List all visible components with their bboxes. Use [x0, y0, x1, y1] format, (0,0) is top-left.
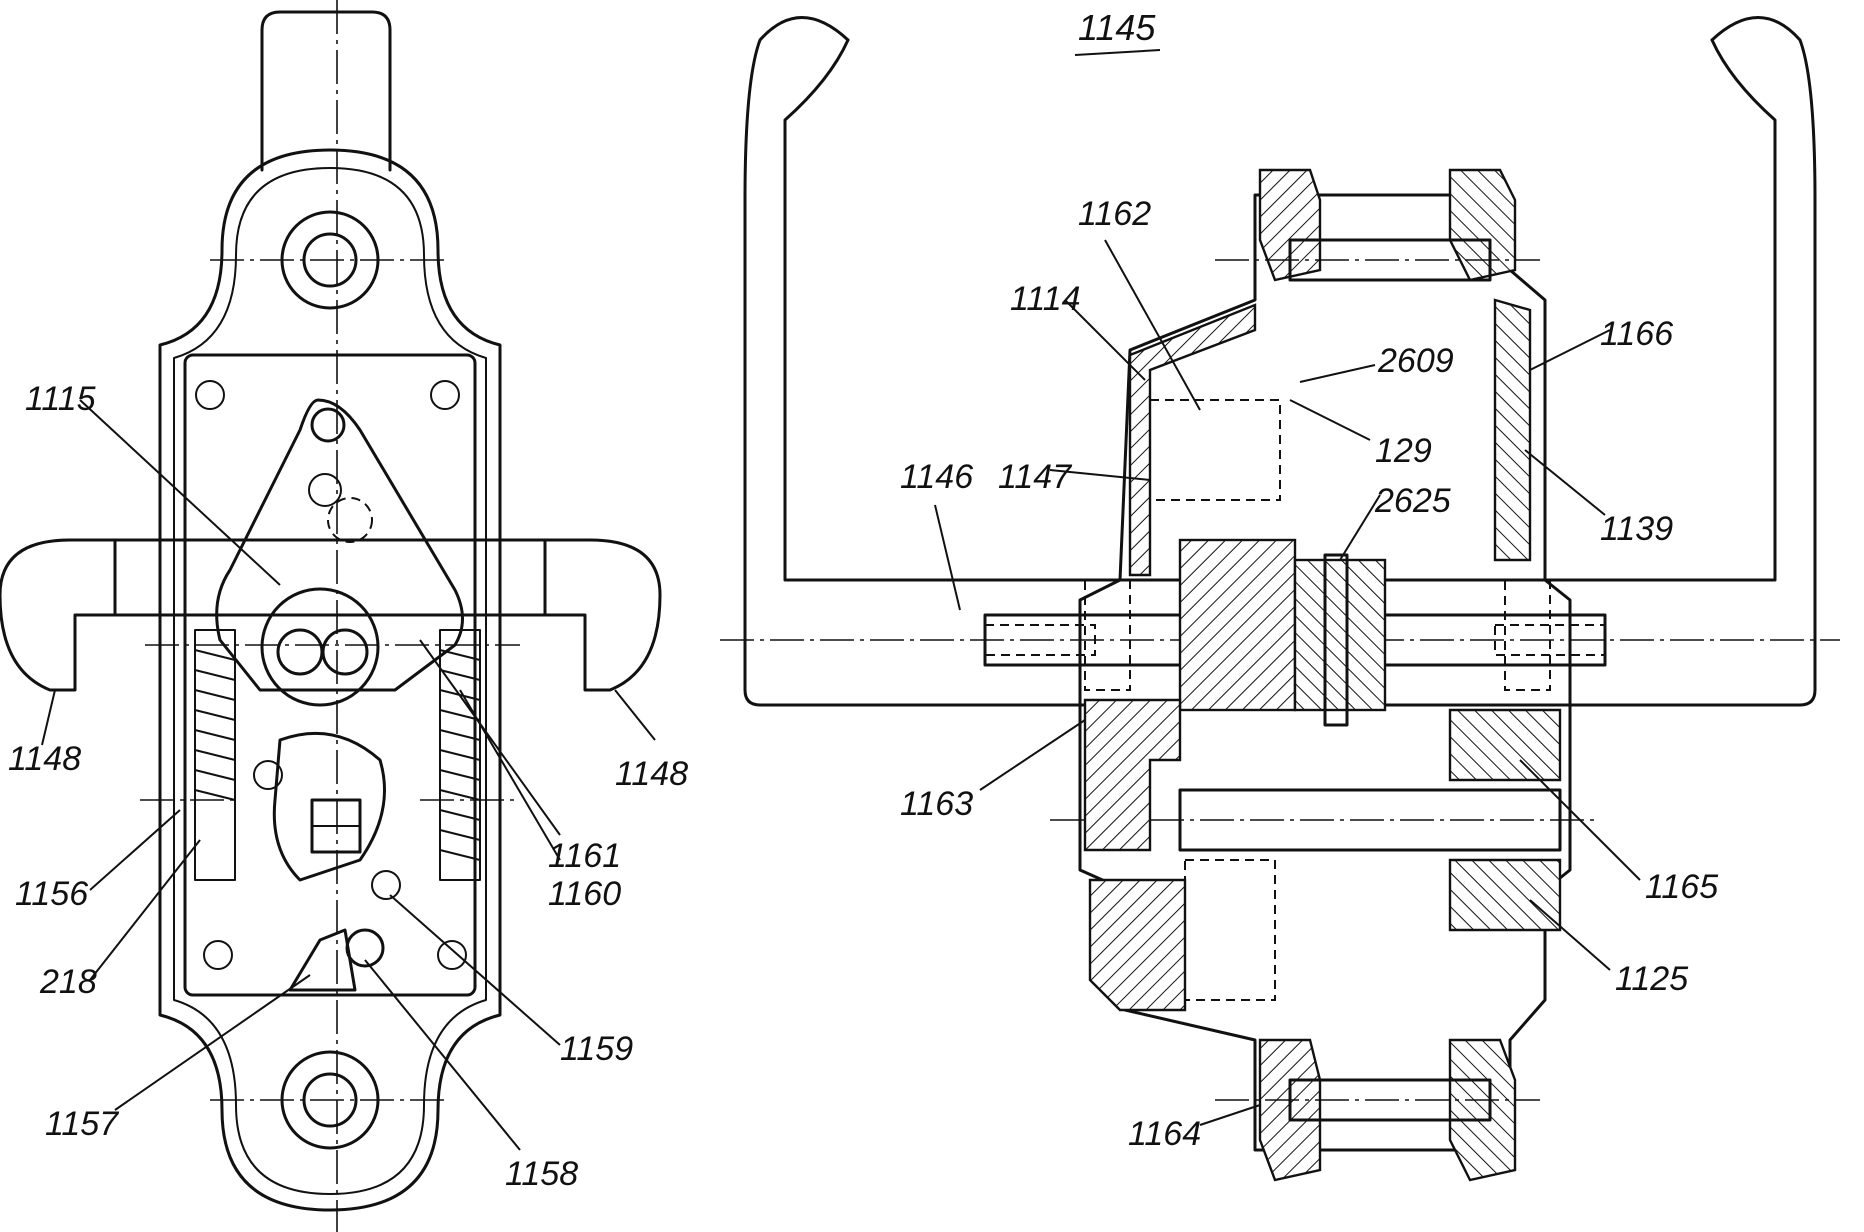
label-1166: 1166: [1600, 315, 1673, 353]
lock-body-inner-outline: [173, 167, 487, 1195]
label-1161: 1161: [548, 837, 621, 875]
leader-1159: [389, 894, 561, 1046]
leader-lines: [41, 49, 1641, 1151]
label-1139: 1139: [1600, 510, 1673, 548]
leader-1114: [1064, 299, 1146, 381]
leader-1163: [979, 719, 1086, 791]
label-1163: 1163: [900, 785, 973, 823]
leader-1160: [459, 689, 561, 861]
spring-left: [194, 629, 236, 881]
label-1148-right: 1148: [615, 755, 688, 793]
central-gear-block-right: [1293, 558, 1387, 712]
leader-1146: [934, 504, 961, 611]
label-1158: 1158: [505, 1155, 578, 1193]
cam-pivot-second: [308, 473, 342, 507]
front-view: [0, 0, 662, 1232]
label-129: 129: [1375, 432, 1432, 470]
housing-left-wall: [1128, 303, 1257, 577]
leader-1115: [79, 399, 281, 586]
leader-2609: [1299, 364, 1376, 383]
right-wall-1166: [1493, 298, 1532, 562]
handle-1148: [0, 538, 662, 692]
label-1156: 1156: [15, 875, 88, 913]
top-flange-left: [1258, 168, 1322, 282]
leader-2625: [1339, 494, 1381, 561]
lower-gear-1163: [1088, 878, 1187, 1012]
label-1147: 1147: [998, 458, 1072, 496]
cam-1115: [215, 398, 464, 692]
label-1159: 1159: [560, 1030, 633, 1068]
label-1148-left: 1148: [8, 740, 81, 778]
leader-1166: [1529, 329, 1611, 371]
pin-2625: [1323, 553, 1349, 727]
leader-1162: [1104, 239, 1201, 411]
lower-block-1125: [1448, 858, 1562, 932]
leader-218: [89, 839, 201, 981]
leader-1147: [1049, 469, 1151, 481]
leader-1139: [1524, 449, 1606, 516]
label-1160: 1160: [548, 875, 621, 913]
leader-1164: [1199, 1104, 1261, 1126]
leader-1158: [364, 959, 521, 1151]
latch-body: [272, 731, 386, 882]
label-2625: 2625: [1374, 482, 1451, 520]
label-1164: 1164: [1128, 1115, 1201, 1153]
pin-upper-left: [253, 760, 283, 790]
leader-1157: [114, 974, 311, 1111]
top-flange-right: [1448, 168, 1517, 282]
leader-1165: [1519, 759, 1641, 881]
hub-bore-left: [276, 628, 324, 676]
shaft-end-left: [984, 624, 1096, 656]
label-1162: 1162: [1078, 195, 1151, 233]
label-1115: 1115: [25, 380, 96, 418]
cam-pivot-top: [310, 407, 346, 443]
leader-1148-left: [41, 689, 56, 746]
label-1114: 1114: [1010, 280, 1081, 318]
label-1165: 1165: [1645, 868, 1718, 906]
leader-1156: [89, 809, 181, 891]
title-underline: [1074, 49, 1161, 56]
upper-dashed-gear: [1149, 399, 1281, 501]
figure-title: 1145: [1078, 7, 1156, 48]
corner-hole-bl: [203, 940, 233, 970]
inner-plate: [183, 353, 477, 997]
section-view: [720, 16, 1840, 1182]
lock-body-outline: [158, 148, 502, 1212]
lever-1157: [288, 928, 357, 992]
label-2609: 2609: [1377, 342, 1454, 380]
label-218: 218: [39, 963, 97, 1001]
central-hub: [260, 587, 380, 707]
leader-129: [1289, 399, 1371, 441]
leader-1148-right: [614, 689, 656, 741]
lower-block-left: [1083, 698, 1182, 852]
pin-1159: [371, 870, 401, 900]
upper-rod: [260, 10, 392, 172]
dashed-circle-upper: [327, 497, 373, 543]
left-boss: [1084, 579, 1131, 691]
bottom-flange-right: [1448, 1038, 1517, 1182]
label-1157: 1157: [45, 1105, 119, 1143]
corner-hole-br: [437, 940, 467, 970]
lower-block-right-1165: [1448, 708, 1562, 782]
label-1146: 1146: [900, 458, 973, 496]
corner-hole-tr: [430, 380, 460, 410]
label-1125: 1125: [1615, 960, 1688, 998]
labels: 1145 1115 1148 1148 1161 1160 1156 218 1…: [8, 7, 1718, 1193]
corner-hole-tl: [195, 380, 225, 410]
right-boss: [1504, 579, 1551, 691]
central-gear-block: [1178, 538, 1297, 712]
leader-1161: [419, 639, 561, 836]
leader-1125: [1529, 899, 1611, 971]
lower-dashed-gear: [1184, 859, 1276, 1001]
hub-bore-right: [321, 628, 369, 676]
